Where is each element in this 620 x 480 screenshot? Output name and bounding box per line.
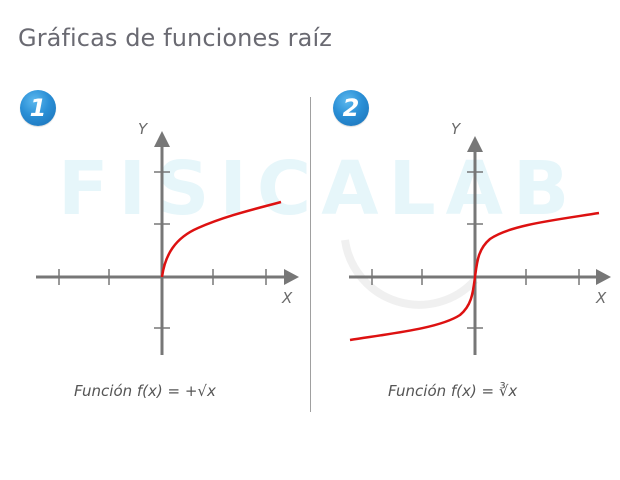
caption-panel-2: Función f(x) = ∛x (388, 382, 518, 400)
chart-panel-1: Y X (36, 120, 299, 355)
sqrt-curve (160, 200, 282, 278)
x-axis-arrow-icon (596, 269, 611, 285)
watermark-arc (341, 239, 478, 309)
y-axis-label: Y (451, 120, 462, 138)
y-axis-label: Y (138, 120, 149, 138)
panel-number-badge-1: 1 (20, 90, 56, 126)
x-axis-label: X (281, 289, 293, 307)
cbrt-curve (349, 211, 600, 342)
watermark-logo: FISICALAB (58, 146, 580, 232)
x-axis-arrow-icon (284, 269, 299, 285)
caption-panel-1: Función f(x) = +√x (74, 382, 216, 400)
y-axis-arrow-icon (154, 131, 170, 147)
x-axis-label: X (595, 289, 607, 307)
page-title: Gráficas de funciones raíz (18, 24, 332, 52)
axis-ticks (58, 171, 267, 329)
axis-ticks (371, 171, 580, 329)
y-axis-arrow-icon (467, 136, 483, 152)
panel-divider (310, 97, 311, 412)
chart-panel-2: Y X (341, 120, 611, 355)
panel-number-badge-2: 2 (333, 90, 369, 126)
